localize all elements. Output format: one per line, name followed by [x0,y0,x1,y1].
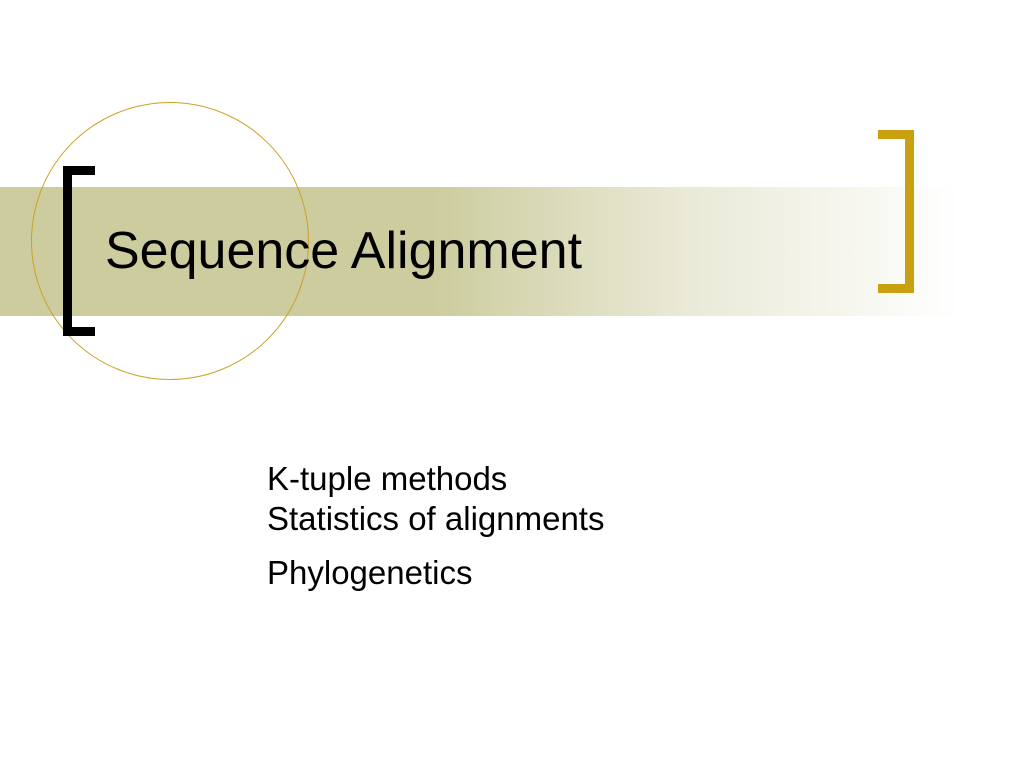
subtitle-list: K-tuple methods Statistics of alignments… [267,459,604,593]
subtitle-line-statistics: Statistics of alignments [267,500,605,537]
subtitle-line-ktuple: K-tuple methods [267,460,508,497]
right-bracket-decoration [878,130,914,293]
subtitle-line-phylogenetics: Phylogenetics [267,554,473,591]
slide-title: Sequence Alignment [105,222,583,280]
left-bracket-decoration [63,166,95,336]
decorative-circle [31,102,309,380]
